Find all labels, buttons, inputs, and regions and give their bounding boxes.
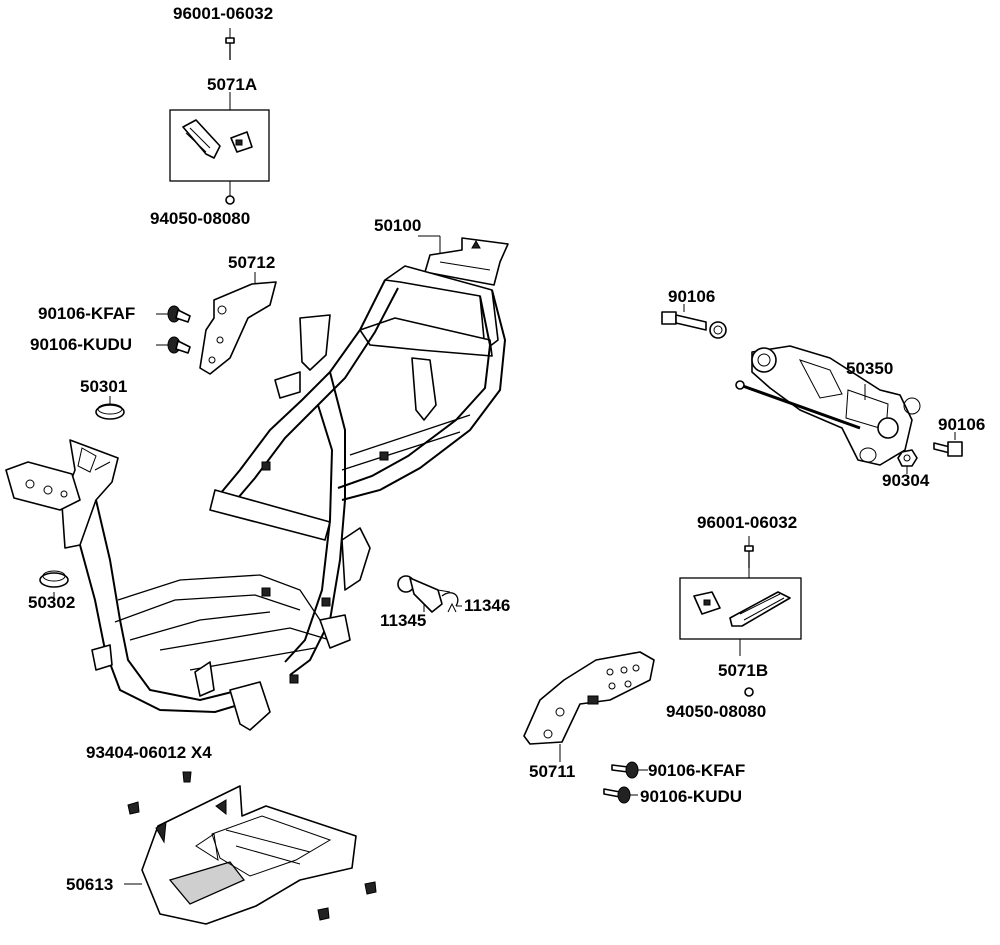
label-5071b: 5071B <box>718 661 769 680</box>
collar-icon <box>709 321 727 339</box>
footrest-clip-right-icon <box>693 591 791 627</box>
label-90106-engine-top: 90106 <box>668 287 716 306</box>
kit-5071b-box <box>679 577 802 640</box>
under-cover-50613 <box>141 785 357 925</box>
clamp-11346-icon <box>441 592 459 613</box>
bolt-kudu-left-icon <box>167 336 191 354</box>
screw-icon-3 <box>364 881 377 895</box>
clamp-11345-icon <box>397 575 451 613</box>
main-frame <box>5 235 509 731</box>
bracket-50711 <box>523 651 655 745</box>
bolt-90106-top-icon <box>661 311 707 331</box>
label-11345: 11345 <box>380 611 427 630</box>
bolt-96001-icon <box>225 28 235 60</box>
bolt-kfaf-left-icon <box>167 305 191 323</box>
footrest-clip-icon <box>182 119 253 159</box>
bolt-96001-right-icon <box>744 545 754 568</box>
label-90106-kudu-left: 90106-KUDU <box>30 335 133 354</box>
label-50711: 50711 <box>529 762 576 781</box>
label-90106-kudu-right: 90106-KUDU <box>640 787 743 806</box>
label-94050-right: 94050-08080 <box>666 702 767 721</box>
label-50350: 50350 <box>846 359 894 378</box>
kit-5071a-box <box>169 109 270 182</box>
nut-90304-icon <box>897 449 918 467</box>
label-50712: 50712 <box>228 253 276 272</box>
bolt-kfaf-right-icon <box>611 761 639 779</box>
label-50301: 50301 <box>80 377 128 396</box>
nut-94050-right-icon <box>744 687 754 697</box>
label-90106-engine-right: 90106 <box>938 415 986 434</box>
label-93404-screws: 93404-06012 X4 <box>86 743 212 762</box>
nut-94050-icon <box>225 195 235 205</box>
screw-icon-4 <box>317 907 330 921</box>
bracket-50712 <box>199 281 277 375</box>
label-50302: 50302 <box>28 593 76 612</box>
grommet-50301-icon <box>95 403 125 420</box>
screw-icon-2 <box>127 801 140 815</box>
label-90106-kfaf-right: 90106-KFAF <box>648 761 746 780</box>
label-5071a: 5071A <box>207 75 258 94</box>
screw-icon-1 <box>182 771 192 783</box>
label-94050-top: 94050-08080 <box>150 209 251 228</box>
label-11346: 11346 <box>464 596 511 615</box>
grommet-50302-icon <box>39 570 69 588</box>
label-90106-kfaf-left: 90106-KFAF <box>38 304 136 323</box>
label-50100: 50100 <box>374 216 422 235</box>
label-50613: 50613 <box>66 875 114 894</box>
engine-hanger-50350 <box>751 345 921 466</box>
label-96001-top: 96001-06032 <box>173 4 274 23</box>
bolt-kudu-right-icon <box>603 786 631 804</box>
label-90304: 90304 <box>882 471 930 490</box>
bolt-90106-right-icon <box>933 441 963 457</box>
label-96001-right: 96001-06032 <box>697 513 798 532</box>
